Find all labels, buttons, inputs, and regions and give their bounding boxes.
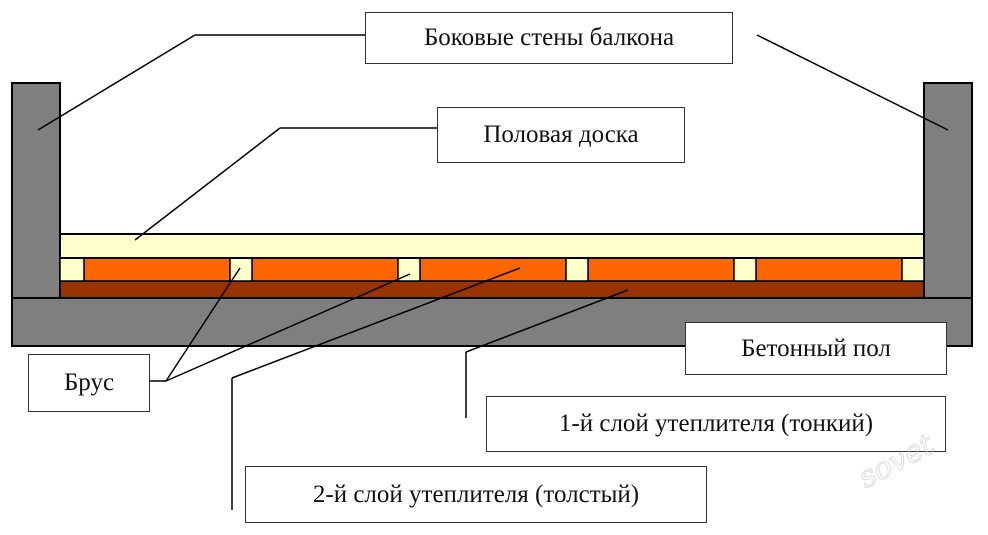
beam bbox=[565, 257, 589, 282]
label-floor-board-text: Половая доска bbox=[483, 121, 639, 148]
beam bbox=[901, 257, 925, 282]
leader-line-beam bbox=[165, 267, 241, 382]
label-floor-board: Половая доска bbox=[437, 107, 685, 163]
beam bbox=[59, 257, 85, 282]
label-insulation-layer-2: 2-й слой утеплителя (толстый) bbox=[245, 466, 707, 523]
beam bbox=[733, 257, 757, 282]
leader-line-beam bbox=[165, 273, 411, 382]
watermark-text: sovet bbox=[853, 427, 941, 496]
label-beam-text: Брус bbox=[63, 369, 115, 396]
label-beam: Брус bbox=[28, 354, 150, 412]
label-side-walls: Боковые стены балкона bbox=[365, 12, 733, 64]
label-concrete-floor-text: Бетонный пол bbox=[741, 334, 891, 362]
leader-line-walls-left bbox=[37, 34, 196, 131]
watermark-logo: sovet bbox=[852, 426, 941, 496]
left-wall bbox=[11, 82, 61, 299]
leader-line-board bbox=[134, 127, 281, 241]
label-insulation-layer-2-text: 2-й слой утеплителя (толстый) bbox=[312, 480, 640, 508]
label-insulation-layer-1: 1-й слой утеплителя (тонкий) bbox=[486, 396, 946, 452]
thick-insulation-segment bbox=[587, 257, 735, 282]
thick-insulation-segment bbox=[83, 257, 231, 282]
right-wall bbox=[923, 82, 973, 299]
thin-insulation-layer bbox=[59, 280, 925, 299]
leader-line-layer2 bbox=[231, 267, 521, 379]
label-insulation-layer-1-text: 1-й слой утеплителя (тонкий) bbox=[558, 410, 874, 437]
thick-insulation-segment bbox=[755, 257, 903, 282]
floor-board bbox=[59, 233, 925, 259]
thick-insulation-segment bbox=[251, 257, 399, 282]
leader-line-walls-right bbox=[756, 34, 949, 131]
label-side-walls-text: Боковые стены балкона bbox=[423, 24, 675, 51]
leader-line-layer1 bbox=[465, 289, 629, 353]
label-concrete-floor: Бетонный пол bbox=[685, 322, 947, 375]
